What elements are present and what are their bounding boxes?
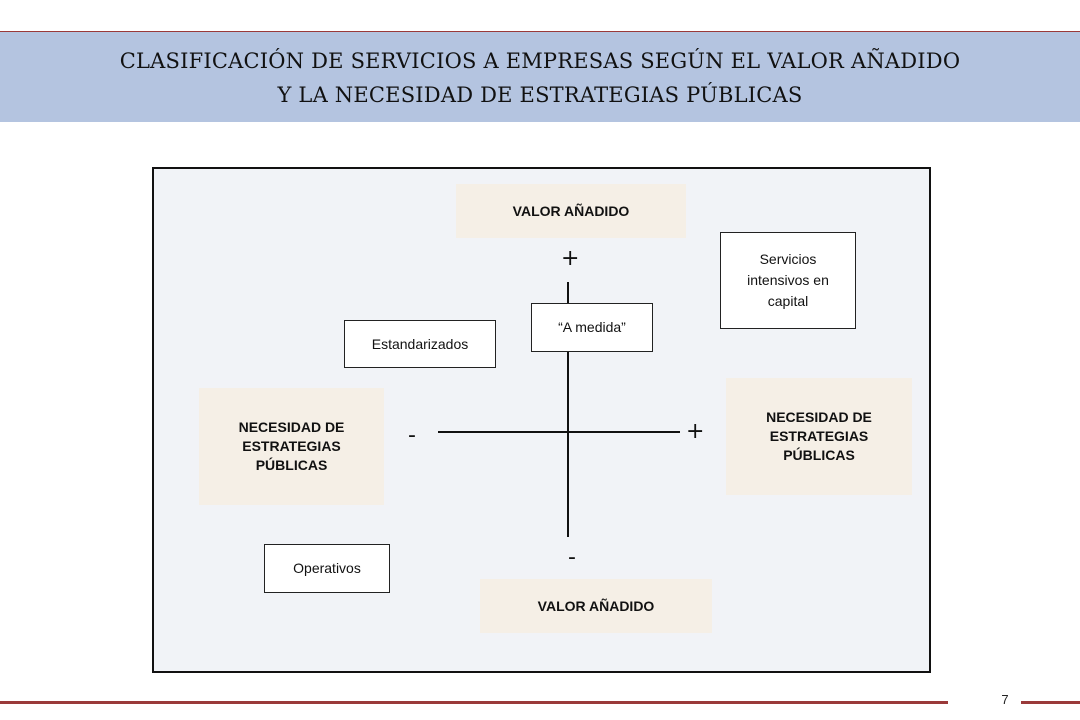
vertical-axis xyxy=(567,282,569,537)
footer-rule-left xyxy=(0,701,948,704)
footer-rule-right xyxy=(1021,701,1080,704)
axis-label-left-public-strategies: NECESIDAD DE ESTRATEGIAS PÚBLICAS xyxy=(199,388,384,505)
horizontal-axis xyxy=(438,431,680,433)
category-operativos: Operativos xyxy=(264,544,390,593)
sign-right-plus: + xyxy=(686,419,705,444)
category-a-medida: “A medida” xyxy=(531,303,653,352)
category-estandarizados: Estandarizados xyxy=(344,320,496,368)
header-top-rule xyxy=(0,31,1080,32)
category-servicios-intensivos-capital: Servicios intensivos en capital xyxy=(720,232,856,329)
sign-left-minus: - xyxy=(408,423,416,448)
axis-label-right-public-strategies: NECESIDAD DE ESTRATEGIAS PÚBLICAS xyxy=(726,378,912,495)
slide-title-line-2: Y LA NECESIDAD DE ESTRATEGIAS PÚBLICAS xyxy=(277,83,803,107)
sign-top-plus: + xyxy=(561,246,580,271)
axis-label-bottom-value-added: VALOR AÑADIDO xyxy=(480,579,712,633)
slide-title-line-1: CLASIFICACIÓN DE SERVICIOS A EMPRESAS SE… xyxy=(119,49,961,73)
header-band xyxy=(0,32,1080,122)
axis-label-top-value-added: VALOR AÑADIDO xyxy=(456,184,686,238)
page-number: 7 xyxy=(1001,692,1009,707)
slide-title: CLASIFICACIÓN DE SERVICIOS A EMPRESAS SE… xyxy=(0,44,1080,112)
sign-bottom-minus: - xyxy=(568,545,576,570)
